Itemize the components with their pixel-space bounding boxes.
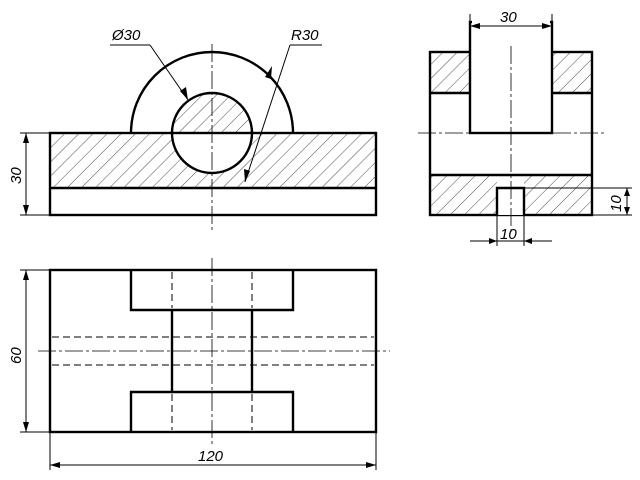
diameter-arrow	[180, 87, 188, 100]
top-length-arrow-right	[366, 462, 376, 468]
side-width-arrow-left	[470, 23, 480, 29]
side-hatch-top-right	[552, 52, 592, 93]
radius-arrow-inner	[265, 66, 272, 79]
top-depth-label: 60	[8, 347, 25, 364]
top-length-arrow-left	[50, 462, 60, 468]
front-height-label: 30	[8, 167, 25, 184]
side-groove-height-arrow-bottom	[624, 207, 630, 215]
radius-arrow-end	[244, 169, 250, 182]
front-hatched-section	[50, 92, 376, 188]
side-groove-height-arrow-top	[624, 188, 630, 196]
side-hatch-bottom-right	[524, 175, 592, 215]
side-width-arrow-right	[542, 23, 552, 29]
side-groove-width-arrow-right	[524, 238, 532, 244]
top-lower-pocket	[129, 390, 295, 432]
front-height-arrow-top	[23, 133, 29, 143]
side-groove-height-label: 10	[608, 195, 625, 212]
side-view: 30 10 10	[418, 9, 632, 246]
top-length-label: 120	[198, 448, 224, 465]
side-groove-width-label: 10	[500, 226, 517, 243]
top-depth-arrow-bottom	[23, 422, 29, 432]
front-view: Ø30 R30 30	[8, 27, 378, 232]
side-hatch-top-left	[430, 52, 470, 93]
front-height-arrow-bottom	[23, 205, 29, 215]
diameter-label: Ø30	[111, 27, 141, 44]
side-hatch-bottom-left	[430, 175, 497, 215]
top-view: 60 120	[8, 258, 390, 470]
side-groove	[495, 186, 526, 215]
radius-leader-diagonal	[244, 44, 291, 183]
side-width-label: 30	[500, 9, 517, 26]
top-upper-pocket	[129, 270, 295, 312]
side-groove-width-arrow-left	[489, 238, 497, 244]
top-depth-arrow-top	[23, 270, 29, 280]
radius-label: R30	[291, 27, 319, 44]
